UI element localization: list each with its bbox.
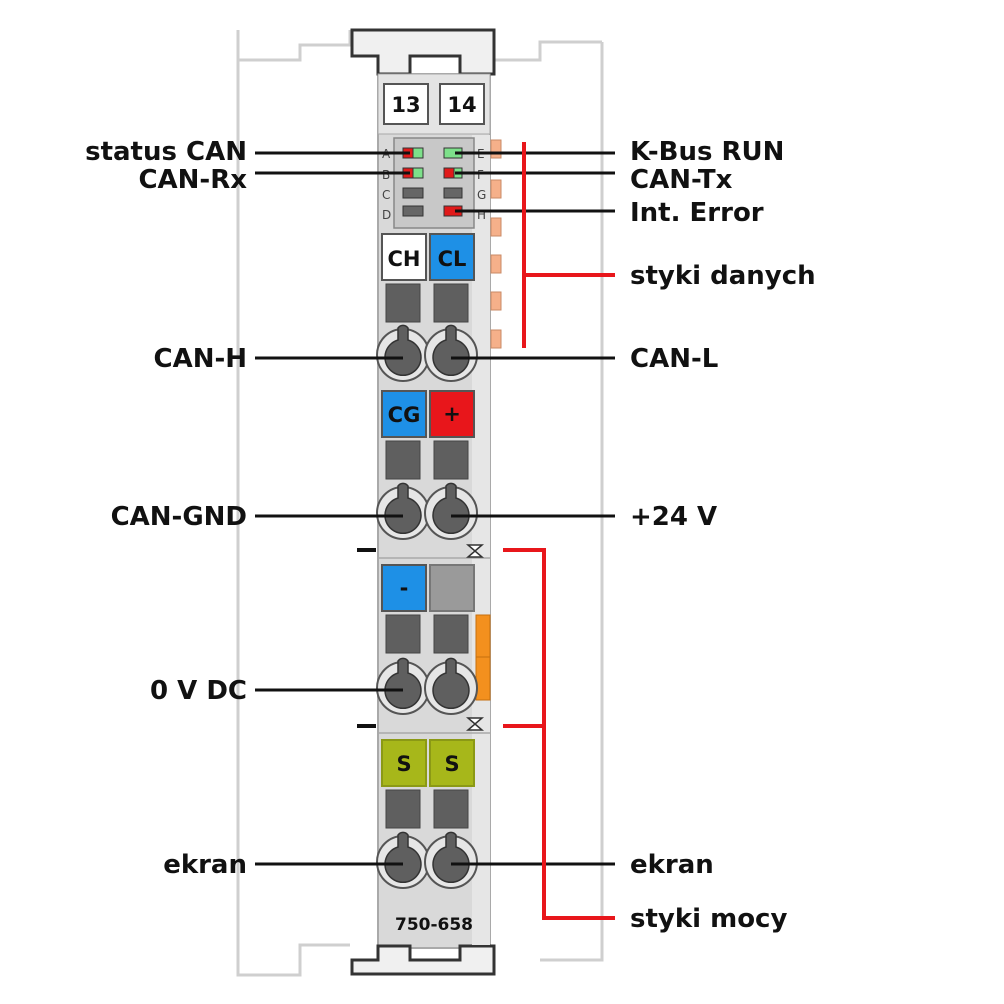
clamp-0v-1[interactable]	[384, 657, 422, 710]
led-letter-c: C	[382, 188, 390, 202]
release-slot-6[interactable]	[433, 614, 469, 654]
tag-cl-text: CL	[438, 247, 467, 271]
label-kbus-run: K-Bus RUN	[630, 137, 784, 167]
clamp-can-l[interactable]	[432, 324, 470, 377]
tag-minus	[381, 564, 427, 612]
tag-s1-text: S	[396, 752, 411, 776]
terminal-block-power: CG +	[376, 390, 478, 540]
release-slot-3[interactable]	[385, 440, 421, 480]
led-letter-g: G	[477, 188, 486, 202]
leader-lines	[255, 151, 615, 866]
tag-ch-text: CH	[388, 247, 421, 271]
marker-13-text: 13	[391, 93, 420, 117]
led-letter-b: B	[382, 168, 390, 182]
release-slot-2[interactable]	[433, 283, 469, 323]
release-slot-7[interactable]	[385, 789, 421, 829]
terminal-block-shield: S S	[376, 732, 490, 889]
power-jumper-top	[465, 544, 485, 558]
label-can-h: CAN-H	[153, 344, 247, 374]
label-ekran-right: ekran	[630, 850, 714, 880]
led-letter-h: H	[477, 208, 486, 222]
led-letter-f: F	[477, 168, 484, 182]
led-a-green	[412, 147, 424, 159]
label-can-l: CAN-L	[630, 344, 718, 374]
tag-blank	[429, 564, 475, 612]
release-slot-5[interactable]	[385, 614, 421, 654]
tag-ch	[381, 233, 427, 281]
clamp-ekran-right[interactable]	[432, 831, 470, 884]
power-jumper-bottom	[465, 717, 485, 731]
tag-plus-text: +	[443, 402, 461, 426]
marker-14: 14	[439, 83, 485, 125]
clamp-can-gnd[interactable]	[384, 482, 422, 535]
marker-13: 13	[383, 83, 429, 125]
power-contact-section	[357, 544, 491, 731]
label-ekran-left: ekran	[163, 850, 247, 880]
release-slot-4[interactable]	[433, 440, 469, 480]
led-c	[402, 187, 424, 199]
release-slot-8[interactable]	[433, 789, 469, 829]
terminal-block-0v: -	[376, 564, 478, 715]
label-int-error: Int. Error	[630, 198, 764, 228]
label-can-rx: CAN-Rx	[138, 165, 247, 195]
tag-s1	[381, 739, 427, 787]
tag-cg	[381, 390, 427, 438]
led-g	[443, 187, 463, 199]
power-contacts-bracket	[503, 548, 615, 920]
label-can-tx: CAN-Tx	[630, 165, 733, 195]
clamp-ekran-left[interactable]	[384, 831, 422, 884]
label-styki-danych: styki danych	[630, 261, 816, 291]
clamp-24v[interactable]	[432, 482, 470, 535]
release-slot-1[interactable]	[385, 283, 421, 323]
led-letter-d: D	[382, 208, 391, 222]
tag-s2	[429, 739, 475, 787]
marker-14-text: 14	[447, 93, 476, 117]
model-number: 750-658	[395, 915, 473, 935]
label-can-gnd: CAN-GND	[111, 502, 247, 532]
clamp-can-h[interactable]	[384, 324, 422, 377]
label-status-can: status CAN	[85, 137, 247, 167]
label-0v-dc: 0 V DC	[150, 676, 247, 706]
rail-outline	[236, 30, 604, 977]
tag-cl	[429, 233, 475, 281]
tag-minus-text: -	[400, 576, 409, 600]
label-plus-24v: +24 V	[630, 502, 717, 532]
tag-plus	[429, 390, 475, 438]
led-d	[402, 205, 424, 217]
led-b-green	[412, 167, 424, 179]
data-contacts-bracket	[522, 142, 615, 348]
tag-cg-text: CG	[388, 403, 421, 427]
clamp-0v-2[interactable]	[432, 657, 470, 710]
tag-s2-text: S	[444, 752, 459, 776]
led-f-red	[443, 167, 455, 179]
data-contacts	[490, 139, 502, 349]
terminal-block-can-hl: CH CL	[376, 233, 478, 382]
label-styki-mocy: styki mocy	[630, 904, 787, 934]
